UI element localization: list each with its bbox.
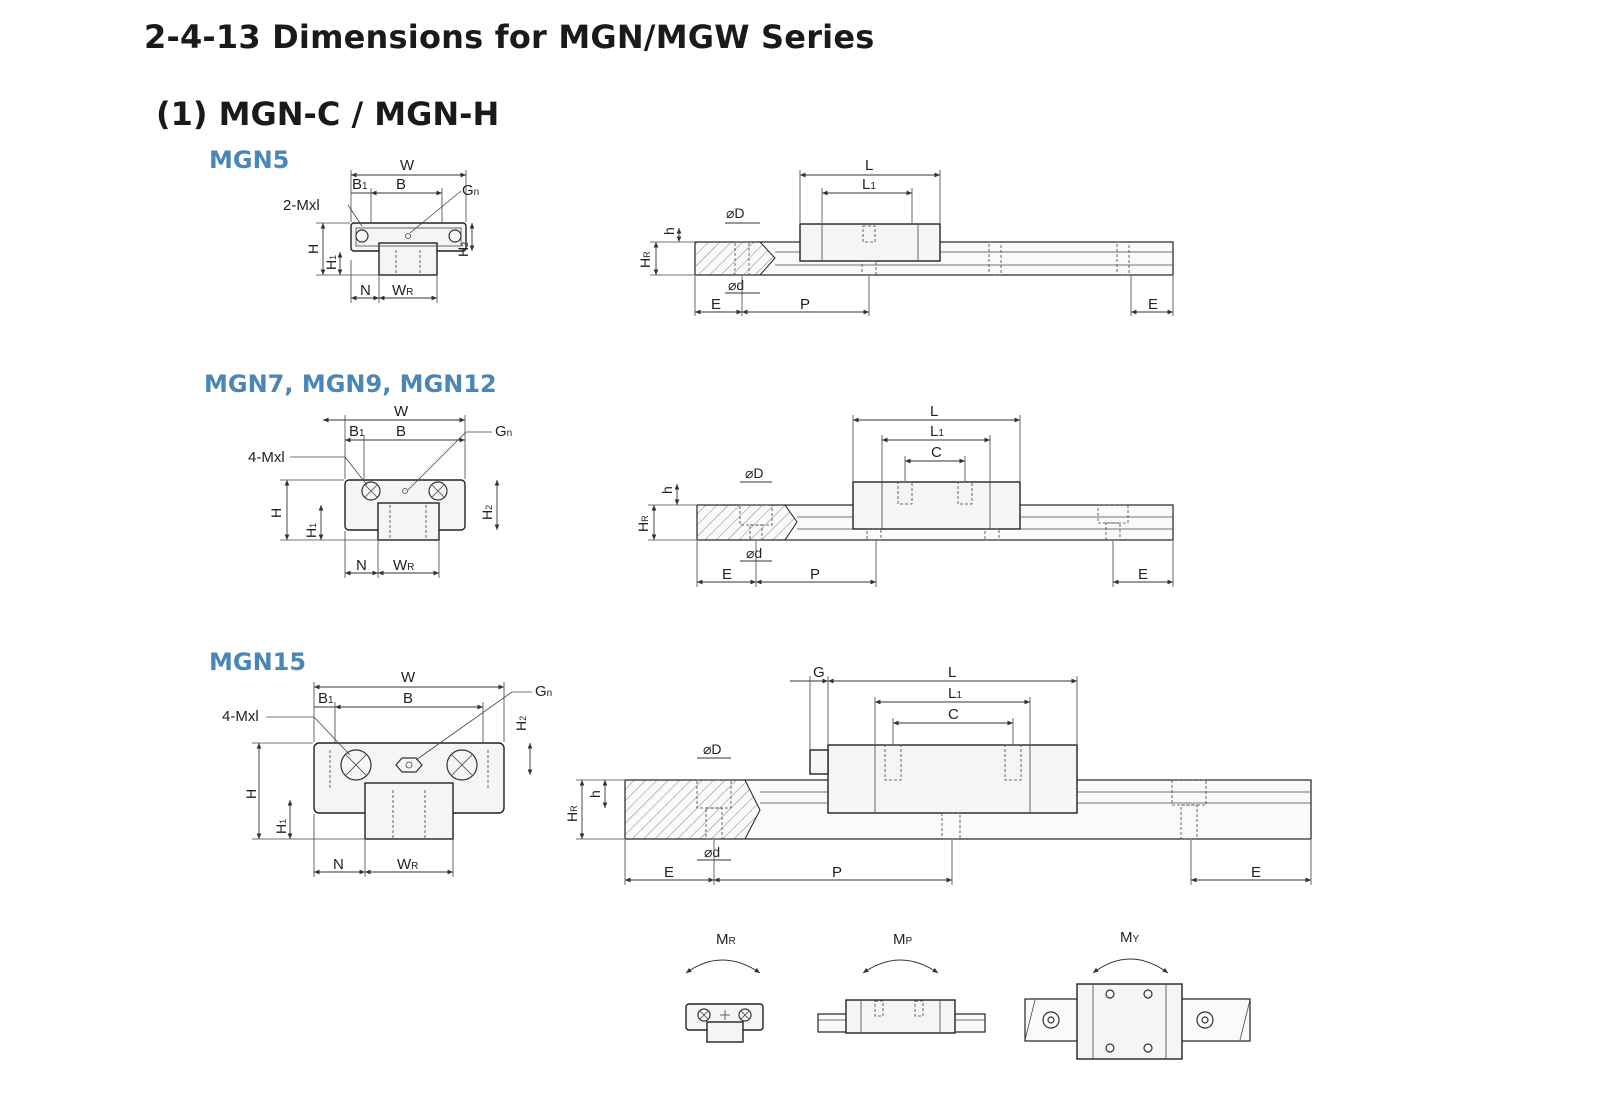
- mgn7-label-C: C: [931, 444, 942, 461]
- mgn5-label-HR: HR: [637, 251, 653, 268]
- subsection-heading: (1) MGN-C / MGN-H: [156, 95, 500, 133]
- mgn15-label-P: P: [832, 864, 842, 881]
- mgn7-label-B1: B1: [349, 423, 365, 440]
- mgn5-label-E-left: E: [711, 296, 721, 313]
- mgn5-label-h: h: [661, 227, 677, 235]
- mgn5-label-B1: B1: [352, 176, 368, 193]
- mgn15-label-L: L: [948, 664, 956, 681]
- series-label-mgn5: MGN5: [209, 146, 290, 174]
- mgn5-label-W: W: [400, 157, 415, 174]
- mgn7-label-WR: WR: [393, 557, 414, 574]
- mgn7-label-h: h: [659, 486, 675, 494]
- series-label-mgn7-12: MGN7, MGN9, MGN12: [204, 370, 497, 398]
- mgn5-label-H: H: [305, 244, 321, 254]
- mgn5-label-E-right: E: [1148, 296, 1158, 313]
- mgn15-label-WR: WR: [397, 856, 418, 873]
- moment-yaw-diagram: MY: [1024, 929, 1251, 1060]
- mgn7-label-HR: HR: [635, 515, 651, 532]
- mgn5-end-view: W B B1 Gn 2-Mxl H H1 H2 N WR: [283, 157, 479, 303]
- mgn15-label-H1: H1: [273, 819, 289, 834]
- mgn15-label-C: C: [948, 706, 959, 723]
- mgn7-label-P: P: [810, 566, 820, 583]
- mgn5-label-L1: L1: [862, 176, 876, 193]
- mgn7-label-4-Mxl: 4-Mxl: [248, 449, 285, 466]
- mgn7-12-side-view: L L1 C ⌀D ⌀d h HR E P E: [635, 403, 1174, 587]
- mgn5-label-P: P: [800, 296, 810, 313]
- mgn5-label-Gn: Gn: [462, 182, 479, 199]
- mgn15-label-B: B: [403, 690, 413, 707]
- mgn15-label-H: H: [243, 789, 259, 799]
- mgn15-label-HR: HR: [564, 805, 580, 822]
- mgn7-label-phiD: ⌀D: [745, 465, 764, 481]
- section-heading: 2-4-13 Dimensions for MGN/MGW Series: [144, 18, 875, 56]
- mgn15-label-phid: ⌀d: [704, 844, 720, 860]
- mgn7-label-E-right: E: [1138, 566, 1148, 583]
- mgn15-label-H2: H2: [513, 716, 529, 731]
- mgn5-label-L: L: [865, 157, 873, 174]
- mgn15-label-B1: B1: [318, 690, 334, 707]
- mgn15-label-E-left: E: [664, 864, 674, 881]
- mgn5-label-2-Mxl: 2-Mxl: [283, 197, 320, 214]
- mgn15-label-4-Mxl: 4-Mxl: [222, 708, 259, 725]
- mgn7-label-phid: ⌀d: [746, 545, 762, 561]
- mgn5-side-view: L L1 ⌀D ⌀d h HR E P E: [637, 157, 1174, 316]
- mgn7-label-L1: L1: [930, 423, 944, 440]
- mgn7-label-H1: H1: [303, 523, 319, 538]
- moment-label-MR: MR: [716, 931, 736, 948]
- mgn15-end-view: W B B1 Gn 4-Mxl H H1 H2 N WR: [222, 669, 552, 877]
- mgn5-label-B: B: [396, 176, 406, 193]
- mgn15-label-Gn: Gn: [535, 683, 552, 700]
- mgn5-label-H2: H2: [455, 242, 471, 257]
- mgn5-label-phid: ⌀d: [728, 277, 744, 293]
- mgn15-side-view: G L L1 C ⌀D ⌀d h HR E P E: [564, 664, 1312, 885]
- mgn15-label-h: h: [587, 790, 603, 798]
- mgn7-label-E-left: E: [722, 566, 732, 583]
- mgn15-label-phiD: ⌀D: [703, 741, 722, 757]
- mgn5-label-phiD: ⌀D: [726, 205, 745, 221]
- moment-label-MY: MY: [1120, 929, 1140, 946]
- mgn15-label-G: G: [813, 664, 825, 681]
- moment-pitch-diagram: MP: [817, 931, 986, 1034]
- series-label-mgn15: MGN15: [209, 648, 307, 676]
- moment-roll-diagram: MR: [685, 931, 764, 1043]
- mgn7-label-B: B: [396, 423, 406, 440]
- mgn7-label-H: H: [268, 508, 284, 518]
- mgn7-12-end-view: W B B1 Gn 4-Mxl H H1 H2 N WR: [248, 403, 512, 578]
- mgn15-label-N: N: [333, 856, 344, 873]
- mgn7-label-W: W: [394, 403, 409, 420]
- mgn5-label-H1: H1: [323, 255, 339, 270]
- moment-label-MP: MP: [893, 931, 913, 948]
- mgn15-label-W: W: [401, 669, 416, 686]
- mgn5-label-WR: WR: [392, 282, 413, 299]
- mgn7-label-H2: H2: [479, 505, 495, 520]
- mgn7-label-N: N: [356, 557, 367, 574]
- mgn5-label-N: N: [360, 282, 371, 299]
- mgn7-label-Gn: Gn: [495, 423, 512, 440]
- mgn7-label-L: L: [930, 403, 938, 420]
- mgn15-label-E-right: E: [1251, 864, 1261, 881]
- mgn15-label-L1: L1: [948, 685, 962, 702]
